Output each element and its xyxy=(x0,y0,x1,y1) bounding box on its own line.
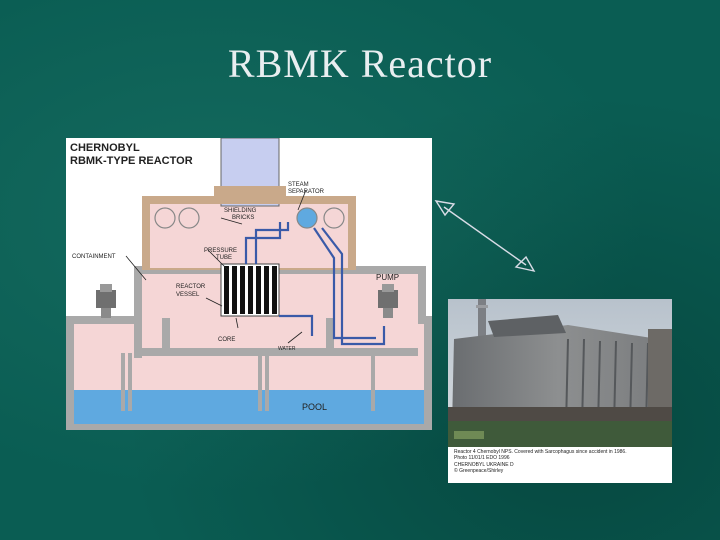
label-reactor-vessel-2: VESSEL xyxy=(176,292,200,298)
label-pressure-tube: PRESSURE xyxy=(204,248,237,254)
diagram-heading-line1: CHERNOBYL xyxy=(70,142,140,154)
label-pool: POOL xyxy=(302,402,327,412)
label-reactor-vessel: REACTOR xyxy=(176,284,206,290)
sarcophagus-photo xyxy=(448,299,672,447)
diagram-heading-line2: RBMK-TYPE REACTOR xyxy=(70,155,193,167)
pump-right-icon xyxy=(378,284,398,318)
label-pressure-tube-2: TUBE xyxy=(216,255,232,261)
slide-title: RBMK Reactor xyxy=(227,41,493,86)
label-shielding-bricks: SHIELDING xyxy=(224,208,257,214)
pump-left-icon xyxy=(96,284,116,318)
caption-line: Reactor 4 Chernobyl NPS. Covered with Sa… xyxy=(454,449,627,455)
reactor-diagram: CHERNOBYL RBMK-TYPE REACTOR STEAM SEPARA… xyxy=(66,138,432,430)
double-arrow-icon xyxy=(434,200,536,273)
label-pump: PUMP xyxy=(376,273,399,282)
caption-line: Photo 11/01/1 EDO 1996 xyxy=(454,455,510,462)
label-core: CORE xyxy=(218,337,235,343)
caption-line: © Greenpeace/Shirley xyxy=(454,468,504,475)
label-shielding-bricks-2: BRICKS xyxy=(232,215,254,221)
label-water: WATER xyxy=(278,346,296,352)
label-steam-separator-2: SEPARATOR xyxy=(288,189,325,195)
pool xyxy=(74,390,424,424)
label-containment: CONTAINMENT xyxy=(72,254,116,260)
photo-caption: Reactor 4 Chernobyl NPS. Covered with Sa… xyxy=(448,447,672,483)
caption-line: CHERNOBYL UKRAINE D xyxy=(454,461,514,468)
label-steam-separator: STEAM xyxy=(288,182,309,188)
